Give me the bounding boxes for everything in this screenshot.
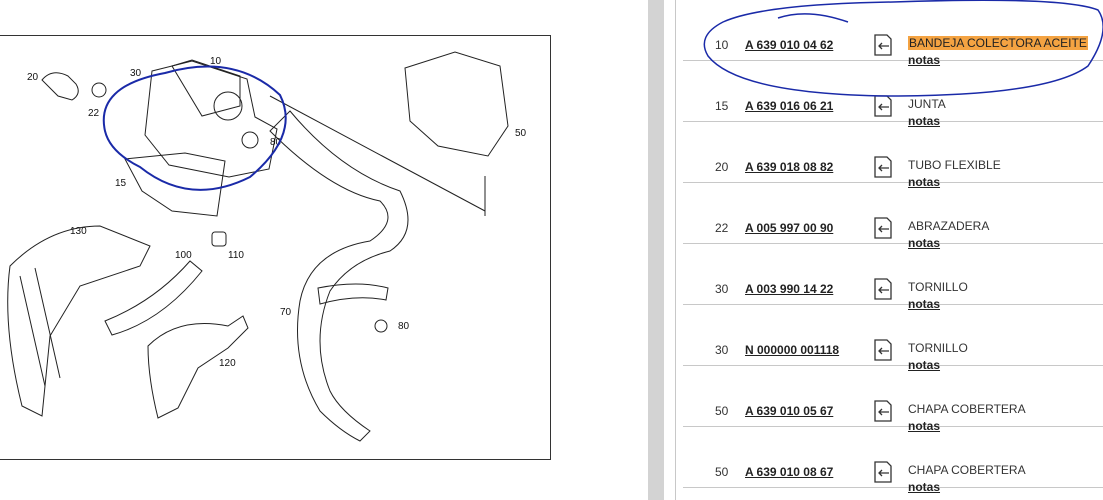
position-number: 15 [715,99,729,113]
document-arrow-icon[interactable] [872,93,894,119]
scrollbar[interactable] [648,0,664,500]
duct-120-shape [147,315,249,419]
callout-30[interactable]: 30 [130,68,142,79]
annotation-circle-diagram [102,65,287,191]
part-number-link[interactable]: A 639 016 06 21 [745,99,834,113]
callout-70[interactable]: 70 [280,307,292,318]
parts-row[interactable]: 50 A 639 010 05 67 CHAPA COBERTERA notas [683,366,1103,433]
callout-15[interactable]: 15 [115,178,127,189]
callout-20[interactable]: 20 [27,72,39,83]
clamp-22-shape [91,82,107,98]
part-number-link[interactable]: A 639 010 04 62 [745,38,834,52]
notes-link[interactable]: notas [908,297,941,311]
callout-80-lower[interactable]: 80 [398,321,410,332]
callout-120[interactable]: 120 [219,358,236,369]
part-number-link[interactable]: A 639 010 08 67 [745,465,834,479]
notes-link[interactable]: notas [908,114,941,128]
document-arrow-icon[interactable] [872,215,894,241]
cover-50-shape [404,51,509,157]
part-description: CHAPA COBERTERA [908,463,1026,477]
intake-130-shape [7,225,151,417]
document-arrow-icon[interactable] [872,154,894,180]
document-arrow-icon[interactable] [872,337,894,363]
notes-link[interactable]: notas [908,419,941,433]
part-description: ABRAZADERA [908,219,990,233]
parts-row[interactable]: 10 A 639 010 04 62 BANDEJA COLECTORA ACE… [683,0,1103,67]
parts-row[interactable]: 22 A 005 997 00 90 ABRAZADERA notas [683,183,1103,250]
position-number: 10 [715,38,729,52]
document-arrow-icon[interactable] [872,459,894,485]
parts-row[interactable]: 20 A 639 018 08 82 TUBO FLEXIBLE notas [683,122,1103,189]
document-arrow-icon[interactable] [872,32,894,58]
notes-link[interactable]: notas [908,236,941,250]
part-number-link[interactable]: A 005 997 00 90 [745,221,834,235]
hose-70-shape [269,110,409,442]
parts-row[interactable]: 15 A 639 016 06 21 JUNTA notas [683,61,1103,128]
part-description: TORNILLO [908,341,968,355]
parts-list: 10 A 639 010 04 62 BANDEJA COLECTORA ACE… [683,0,1103,500]
callout-50[interactable]: 50 [515,128,527,139]
parts-row[interactable]: 50 A 639 010 08 67 CHAPA COBERTERA notas [683,427,1103,494]
notes-link[interactable]: notas [908,175,941,189]
callout-22[interactable]: 22 [88,108,100,119]
part-number-link[interactable]: A 003 990 14 22 [745,282,834,296]
part-number-link[interactable]: N 000000 001118 [745,343,840,357]
position-number: 30 [715,282,729,296]
part-number-link[interactable]: A 639 010 05 67 [745,404,834,418]
part-description: TUBO FLEXIBLE [908,158,1001,172]
document-arrow-icon[interactable] [872,276,894,302]
position-number: 22 [715,221,729,235]
part-description: JUNTA [908,97,946,111]
notes-link[interactable]: notas [908,358,941,372]
exploded-parts-diagram[interactable]: 20 22 30 10 80 15 50 130 100 110 70 80 1… [0,35,551,460]
position-number: 30 [715,343,729,357]
callout-80-upper[interactable]: 80 [270,137,282,148]
part-number-link[interactable]: A 639 018 08 82 [745,160,834,174]
parts-row[interactable]: 30 N 000000 001118 TORNILLO notas [683,305,1103,372]
position-number: 50 [715,404,729,418]
position-number: 50 [715,465,729,479]
parts-row[interactable]: 30 A 003 990 14 22 TORNILLO notas [683,244,1103,311]
oil-tray-10-shape [144,60,278,178]
part-description: TORNILLO [908,280,968,294]
position-number: 20 [715,160,729,174]
part-description: CHAPA COBERTERA [908,402,1026,416]
gasket-15-shape [124,152,226,217]
callout-10[interactable]: 10 [210,56,222,67]
notes-link[interactable]: notas [908,480,941,494]
callout-130[interactable]: 130 [70,226,87,237]
callout-110[interactable]: 110 [228,250,244,261]
clamp-110-shape [211,231,227,247]
clamp-80-shape [374,319,388,333]
list-left-border [675,0,676,500]
hose-20-shape [41,72,79,101]
part-description: BANDEJA COLECTORA ACEITE [908,36,1088,50]
callout-100[interactable]: 100 [175,250,192,261]
document-arrow-icon[interactable] [872,398,894,424]
hose-100-shape [104,260,203,336]
diagram-drawing: 20 22 30 10 80 15 50 130 100 110 70 80 1… [7,51,527,442]
